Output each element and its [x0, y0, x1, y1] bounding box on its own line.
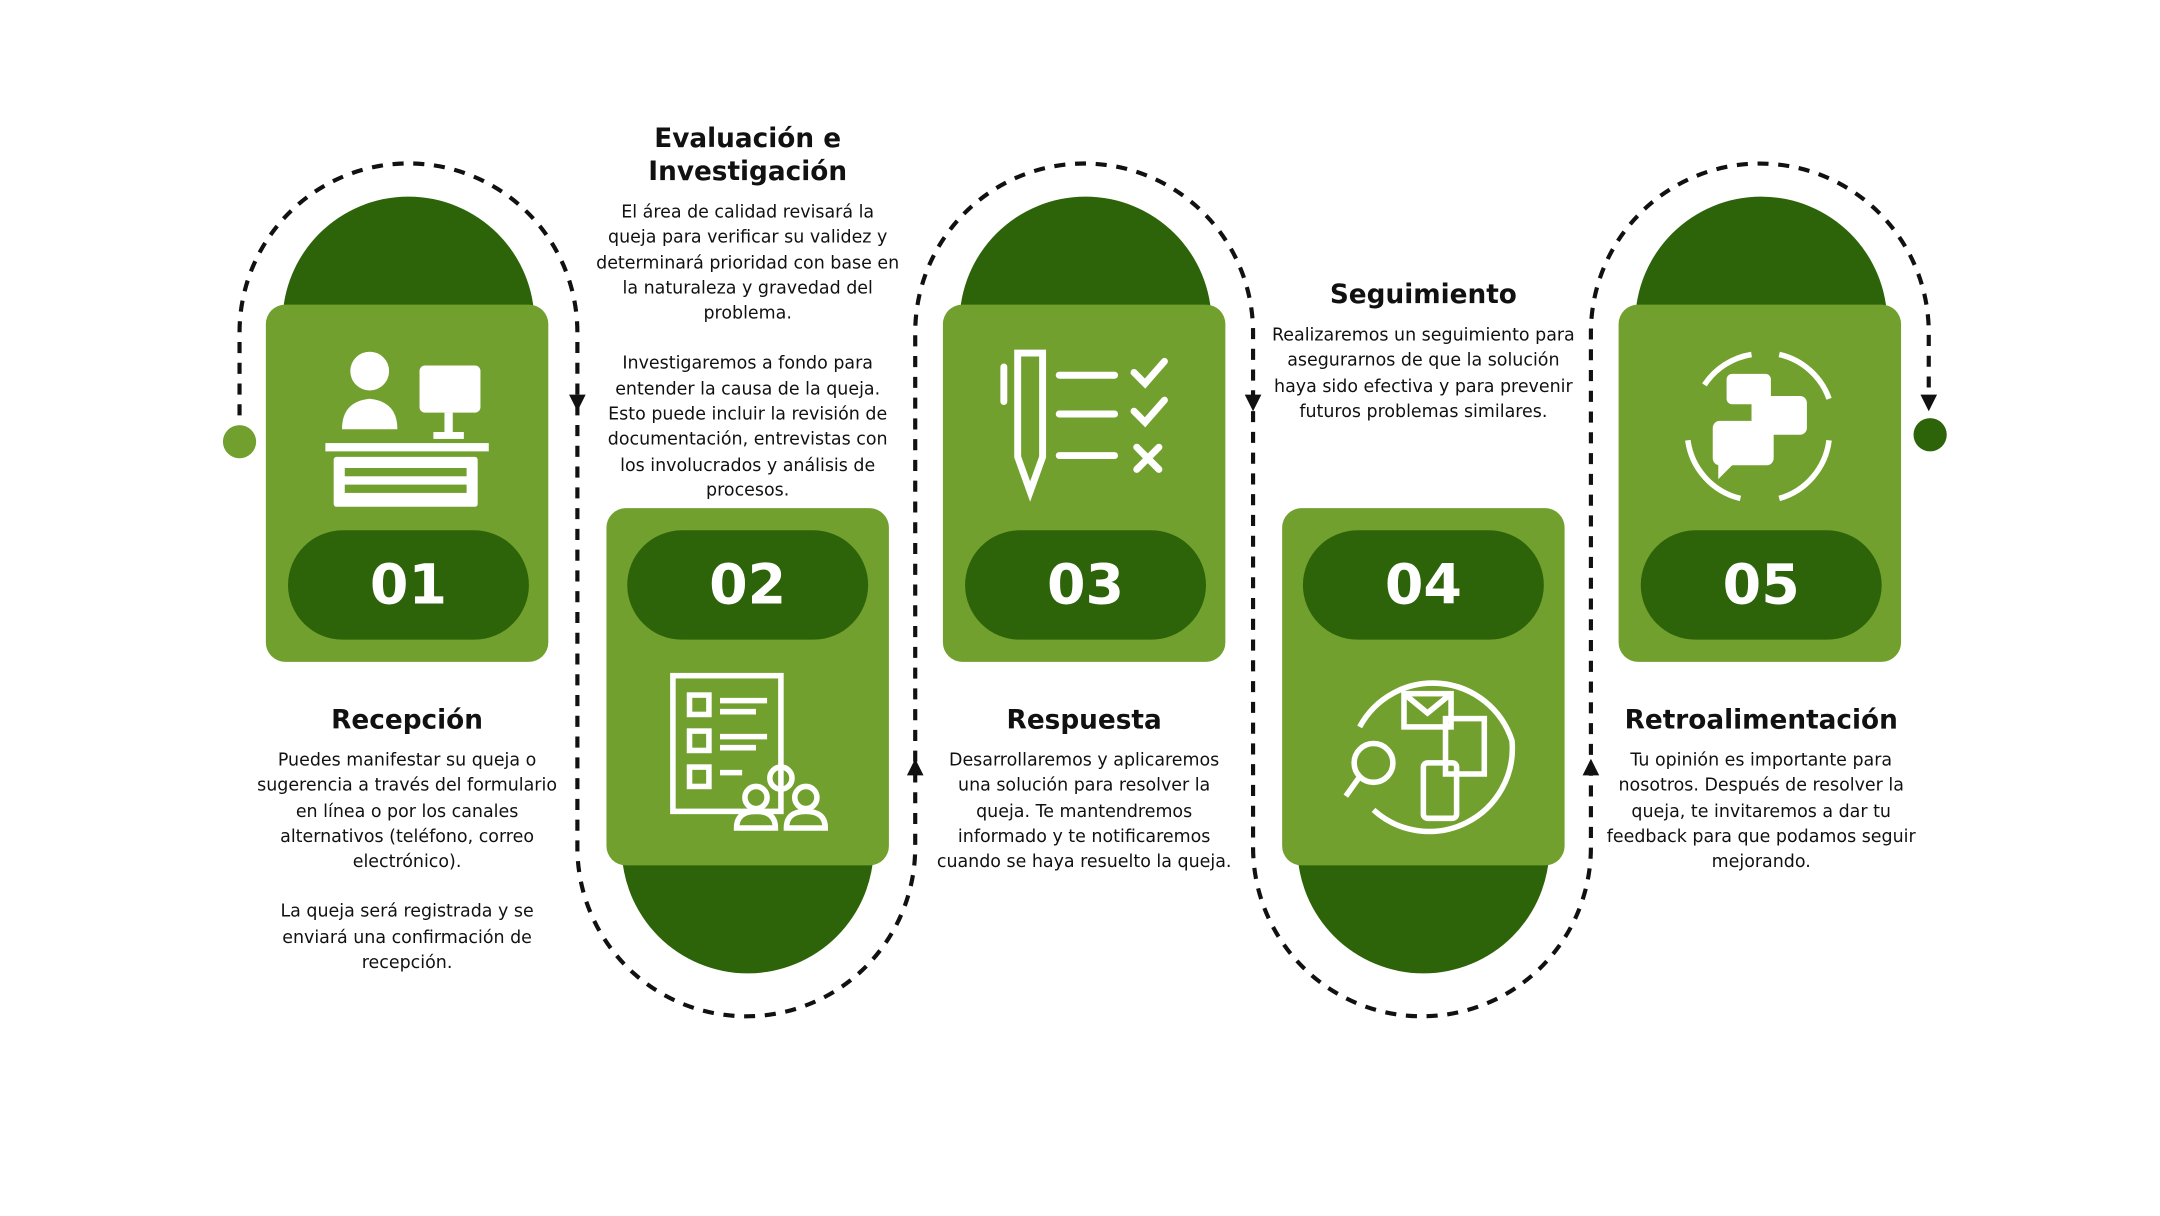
step-5-number: 05: [1640, 530, 1882, 640]
arrow-up-icon: [906, 758, 924, 776]
end-dot: [1913, 418, 1947, 452]
checklist-team-icon: [670, 672, 828, 831]
step-3-text: Respuesta Desarrollaremos y aplicaremos …: [932, 703, 1237, 899]
step-5-text: Retroalimentación Tu opinión es importan…: [1603, 703, 1919, 899]
step-1-title: Recepción: [331, 704, 483, 736]
step-1-desc-1: Puedes manifestar su queja o sugerencia …: [257, 749, 557, 872]
step-3-desc-1: Desarrollaremos y aplicaremos una soluci…: [936, 749, 1232, 872]
reception-desk-icon: [325, 351, 489, 507]
step-1-text: Recepción Puedes manifestar su queja o s…: [255, 703, 560, 1000]
step-5-desc-1: Tu opinión es importante para nosotros. …: [1606, 749, 1916, 872]
step-1-desc-2: La queja será registrada y se enviará un…: [280, 900, 534, 973]
step-3-number: 03: [965, 530, 1206, 640]
start-dot: [222, 425, 257, 459]
arrow-down-icon: [1244, 394, 1262, 412]
pen-checklist-icon: [1000, 349, 1168, 502]
arrow-down-icon: [569, 394, 586, 412]
step-2-desc-1: El área de calidad revisará la queja par…: [596, 200, 900, 323]
step-1-number: 01: [287, 530, 529, 640]
step-2-title: Evaluación e Investigación: [648, 123, 848, 187]
arrow-up-icon: [1582, 758, 1600, 776]
arrow-down-icon: [1920, 394, 1938, 412]
step-2-number: 02: [627, 530, 869, 640]
feedback-cycle-icon: [1685, 351, 1832, 502]
step-4-number: 04: [1302, 530, 1544, 640]
step-2-text: Evaluación e Investigación El área de ca…: [595, 122, 900, 528]
step-3-title: Respuesta: [1006, 704, 1162, 736]
step-4-text: Seguimiento Realizaremos un seguimiento …: [1271, 278, 1576, 449]
search-messages-icon: [1343, 680, 1516, 835]
step-2-desc-2: Investigaremos a fondo para entender la …: [607, 352, 888, 500]
step-5-title: Retroalimentación: [1624, 704, 1898, 736]
step-4-title: Seguimiento: [1329, 279, 1517, 311]
step-4-desc-1: Realizaremos un seguimiento para asegura…: [1271, 323, 1575, 421]
